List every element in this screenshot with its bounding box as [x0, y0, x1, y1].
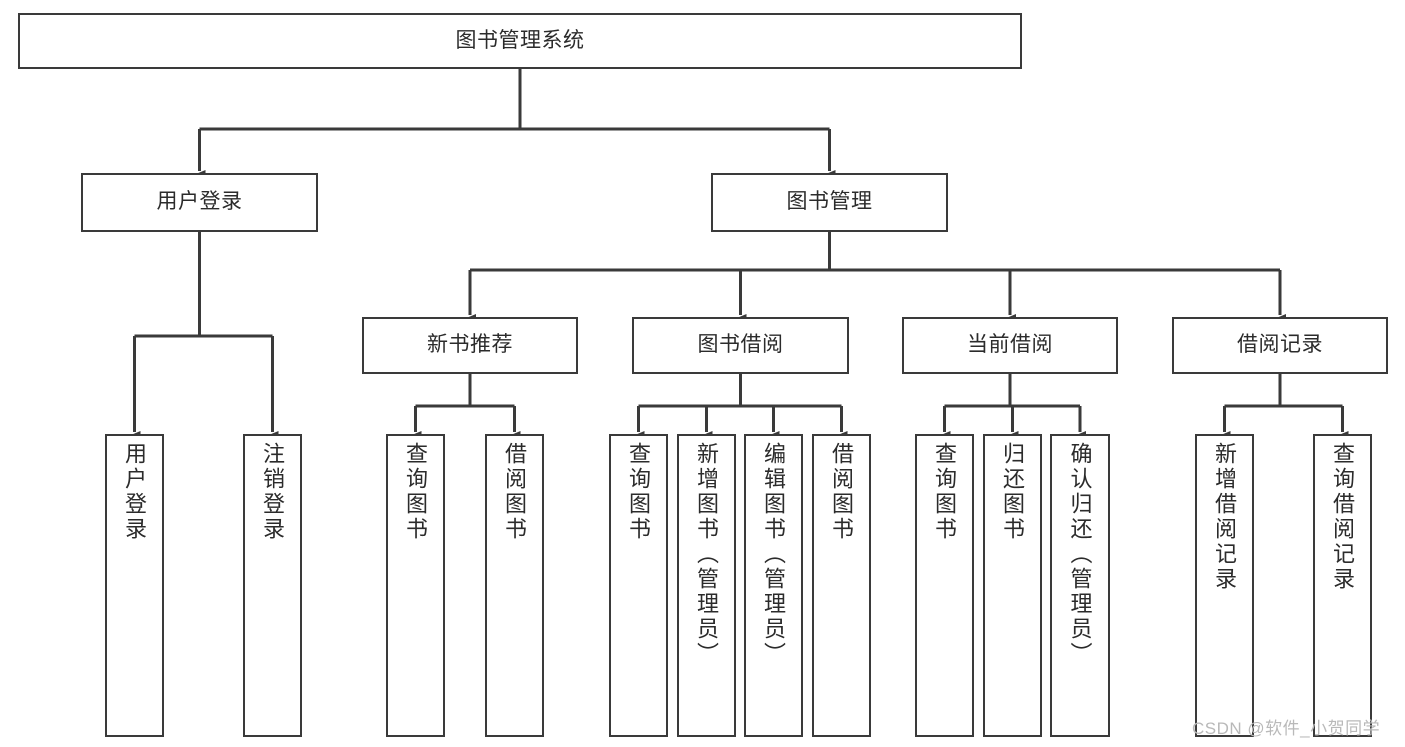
node-label-leaf-query-record: 查询借阅记录	[1330, 442, 1356, 592]
node-leaf-borrow-book-1[interactable]: 借阅图书	[485, 434, 544, 737]
node-leaf-query-record[interactable]: 查询借阅记录	[1313, 434, 1372, 737]
node-label-current-borrow: 当前借阅	[967, 333, 1053, 357]
node-label-book-manage: 图书管理	[786, 190, 873, 214]
node-current-borrow[interactable]: 当前借阅	[902, 317, 1118, 374]
node-leaf-query-book-3[interactable]: 查询图书	[915, 434, 974, 737]
node-label-user-login: 用户登录	[156, 190, 243, 214]
node-leaf-query-book-1[interactable]: 查询图书	[386, 434, 445, 737]
node-label-leaf-query-book-3: 查询图书	[932, 442, 958, 542]
node-root[interactable]: 图书管理系统	[18, 13, 1022, 69]
node-label-leaf-user-login: 用户登录	[122, 442, 148, 542]
node-leaf-logout[interactable]: 注销登录	[243, 434, 302, 737]
node-label-leaf-query-book-1: 查询图书	[403, 442, 429, 542]
node-new-book-recommend[interactable]: 新书推荐	[362, 317, 578, 374]
csdn-watermark: CSDN @软件_小贺同学	[1192, 719, 1381, 738]
node-leaf-confirm-return[interactable]: 确认归还（管理员）	[1050, 434, 1110, 737]
node-label-book-borrow: 图书借阅	[697, 333, 784, 357]
node-label-leaf-borrow-book-2: 借阅图书	[829, 442, 855, 542]
node-leaf-query-book-2[interactable]: 查询图书	[609, 434, 668, 737]
node-label-new-book-recommend: 新书推荐	[427, 333, 513, 357]
node-borrow-record[interactable]: 借阅记录	[1172, 317, 1388, 374]
node-book-manage[interactable]: 图书管理	[711, 173, 948, 232]
node-label-root: 图书管理系统	[455, 28, 585, 52]
node-label-leaf-logout: 注销登录	[260, 442, 286, 542]
node-label-leaf-add-book: 新增图书（管理员）	[694, 442, 720, 667]
node-leaf-edit-book[interactable]: 编辑图书（管理员）	[744, 434, 803, 737]
node-user-login[interactable]: 用户登录	[81, 173, 318, 232]
node-label-leaf-query-book-2: 查询图书	[626, 442, 652, 542]
node-book-borrow[interactable]: 图书借阅	[632, 317, 849, 374]
node-label-borrow-record: 借阅记录	[1237, 333, 1323, 357]
edge-layer	[128, 69, 1349, 441]
node-label-leaf-confirm-return: 确认归还（管理员）	[1067, 442, 1093, 667]
node-leaf-borrow-book-2[interactable]: 借阅图书	[812, 434, 871, 737]
node-leaf-add-book[interactable]: 新增图书（管理员）	[677, 434, 736, 737]
node-leaf-add-record[interactable]: 新增借阅记录	[1195, 434, 1254, 737]
node-label-leaf-edit-book: 编辑图书（管理员）	[761, 442, 787, 667]
node-leaf-user-login[interactable]: 用户登录	[105, 434, 164, 737]
node-label-leaf-add-record: 新增借阅记录	[1212, 442, 1238, 592]
node-label-leaf-borrow-book-1: 借阅图书	[502, 442, 528, 542]
node-leaf-return-book[interactable]: 归还图书	[983, 434, 1042, 737]
node-label-leaf-return-book: 归还图书	[1000, 442, 1026, 542]
